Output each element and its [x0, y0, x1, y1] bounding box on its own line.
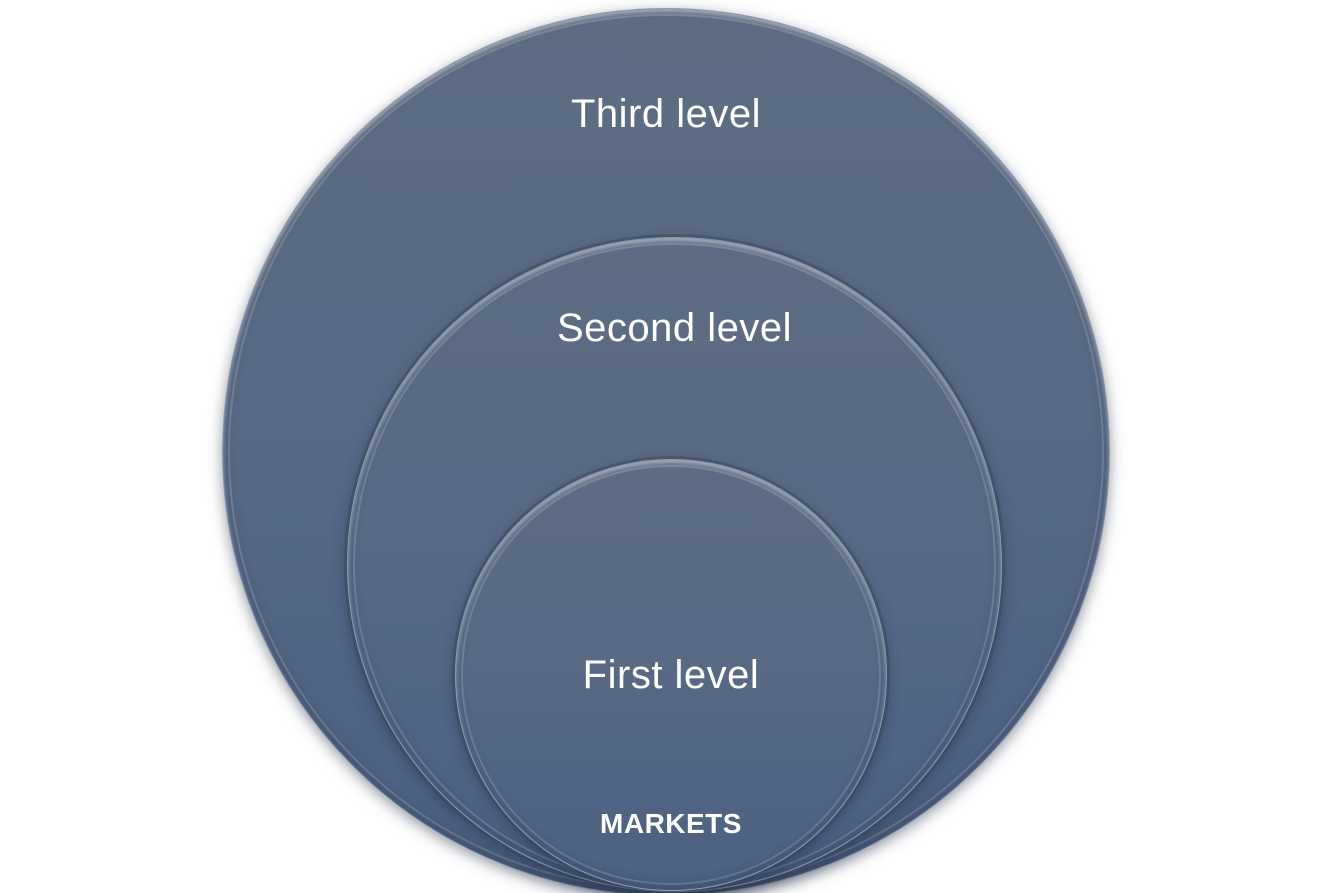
first-level-label: First level [582, 653, 760, 697]
second-level-label: Second level [556, 306, 793, 350]
third-level-label: Third level [570, 92, 762, 136]
markets-caption: MARKETS [600, 808, 742, 839]
first-level-circle: First level MARKETS [455, 459, 887, 891]
